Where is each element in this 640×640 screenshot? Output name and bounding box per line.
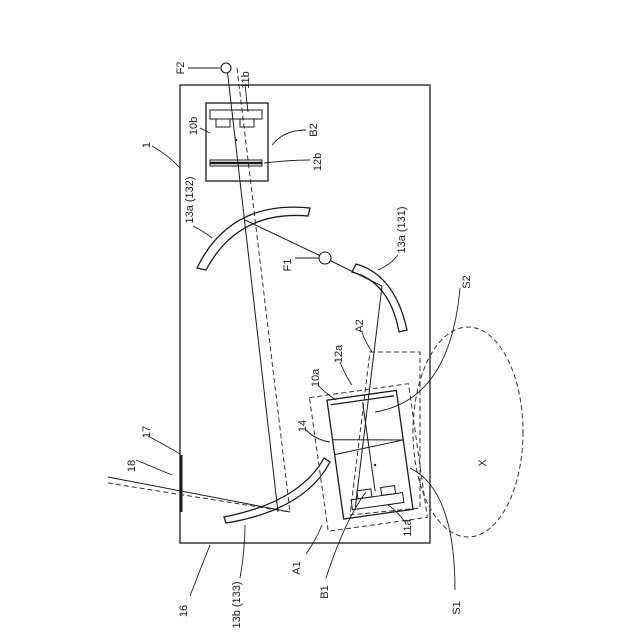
label-17: 17 xyxy=(141,426,153,438)
label-a2: A2 xyxy=(354,319,366,332)
ray-18-dashed xyxy=(108,483,290,512)
leader-b2 xyxy=(272,130,306,145)
label-18: 18 xyxy=(126,460,138,472)
label-s2: S2 xyxy=(461,275,473,288)
label-1: 1 xyxy=(141,142,153,148)
label-s1: S1 xyxy=(451,601,463,614)
mirror-13b xyxy=(224,458,330,523)
leader-13a-132 xyxy=(193,226,212,238)
point-b2 xyxy=(235,139,237,141)
label-13a-131: 13a (131) xyxy=(396,206,408,253)
label-14: 14 xyxy=(297,420,309,432)
label-13a-132: 13a (132) xyxy=(184,176,196,223)
optical-path-2 xyxy=(237,68,290,512)
label-10a: 10a xyxy=(310,368,322,387)
display-11b-block-b xyxy=(240,119,254,127)
leader-a2 xyxy=(362,333,372,352)
housing-1 xyxy=(180,85,430,543)
label-a1: A1 xyxy=(291,561,303,574)
label-b1: B1 xyxy=(319,585,331,598)
label-12b: 12b xyxy=(312,153,324,171)
leader-s1 xyxy=(410,468,455,590)
display-11a-block-b xyxy=(381,486,396,496)
label-13b-133: 13b (133) xyxy=(231,581,243,628)
leader-12a xyxy=(340,362,352,385)
label-12a: 12a xyxy=(333,344,345,363)
label-f1: F1 xyxy=(282,259,294,272)
leader-1 xyxy=(152,146,180,168)
leader-13b xyxy=(240,525,245,578)
label-10b: 10b xyxy=(188,117,200,135)
optical-path-1 xyxy=(227,68,278,512)
focal-point-f1 xyxy=(319,252,331,264)
label-f2: F2 xyxy=(175,62,187,75)
display-unit-10b xyxy=(206,103,268,181)
leader-13a-131 xyxy=(378,255,398,270)
point-b1 xyxy=(374,464,376,466)
leader-10b xyxy=(200,128,210,133)
display-11b-block-a xyxy=(216,119,230,127)
leader-a1 xyxy=(306,525,322,554)
label-x: X xyxy=(477,459,489,467)
leader-14 xyxy=(306,430,330,442)
focal-point-f2 xyxy=(221,63,231,73)
label-16: 16 xyxy=(178,605,190,617)
label-b2: B2 xyxy=(308,123,320,136)
display-11a xyxy=(351,493,404,510)
label-11b: 11b xyxy=(240,71,252,89)
leader-b1 xyxy=(326,492,366,578)
leader-s2 xyxy=(375,288,460,412)
display-11b xyxy=(210,110,262,119)
label-11a: 11a xyxy=(402,518,414,536)
leader-18 xyxy=(136,460,172,475)
leader-16 xyxy=(190,545,210,596)
leader-12b xyxy=(264,160,310,163)
